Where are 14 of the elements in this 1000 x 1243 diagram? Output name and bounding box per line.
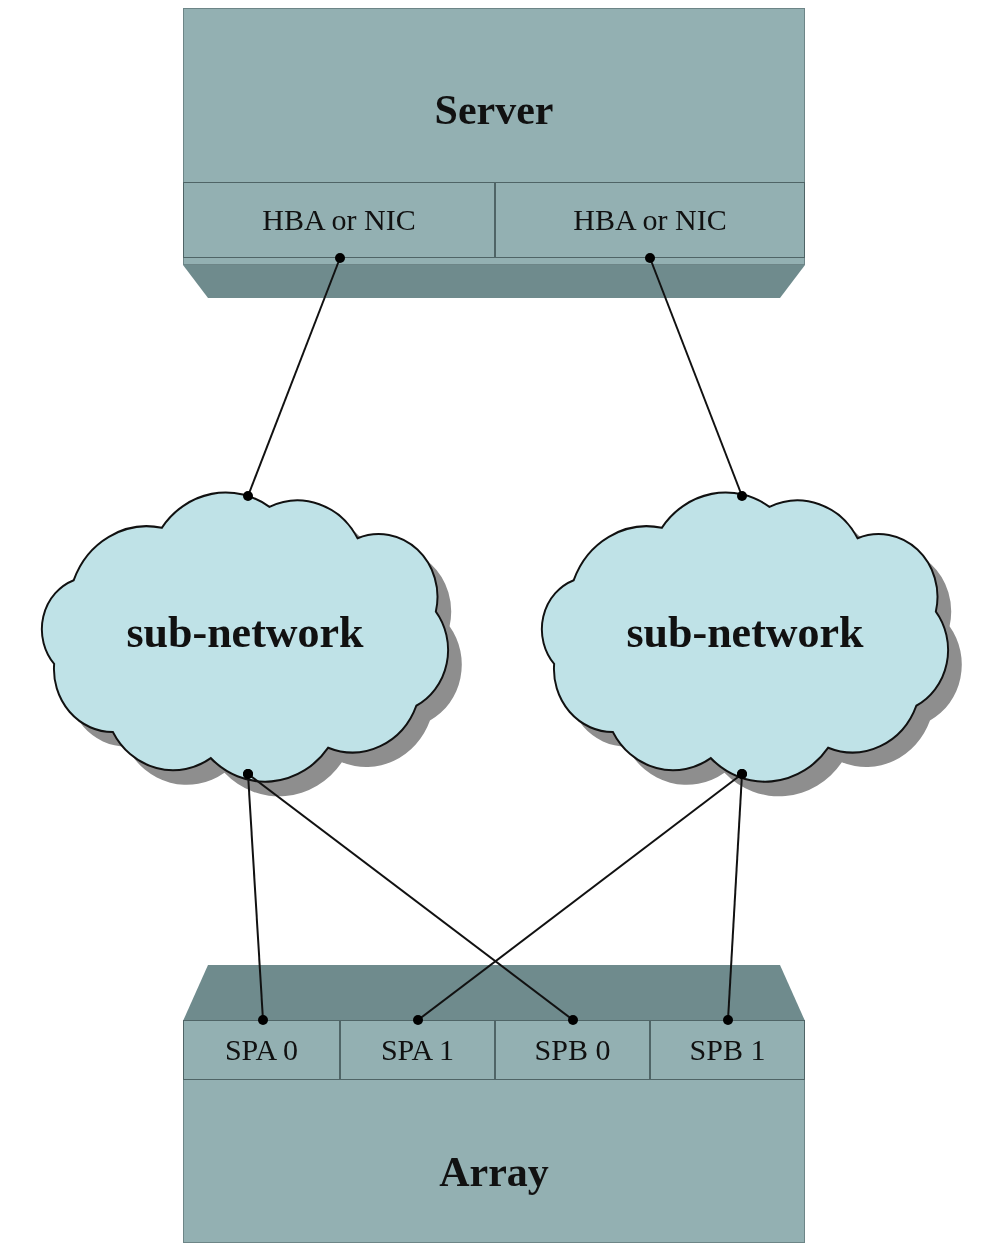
port-box: SPB 1 bbox=[650, 1020, 805, 1080]
connector-line bbox=[723, 769, 747, 1025]
server-title: Server bbox=[433, 86, 555, 134]
port-box: SPA 1 bbox=[340, 1020, 495, 1080]
cloud-label: sub-network bbox=[626, 607, 864, 658]
adapter-box: HBA or NIC bbox=[183, 182, 495, 258]
cloud-label: sub-network bbox=[126, 607, 364, 658]
array-title: Array bbox=[438, 1148, 550, 1196]
port-box: SPB 0 bbox=[495, 1020, 650, 1080]
connector-line bbox=[645, 253, 747, 501]
connector-line bbox=[243, 769, 578, 1025]
adapter-box: HBA or NIC bbox=[495, 182, 805, 258]
port-box: SPA 0 bbox=[183, 1020, 340, 1080]
connector-line bbox=[243, 253, 345, 501]
